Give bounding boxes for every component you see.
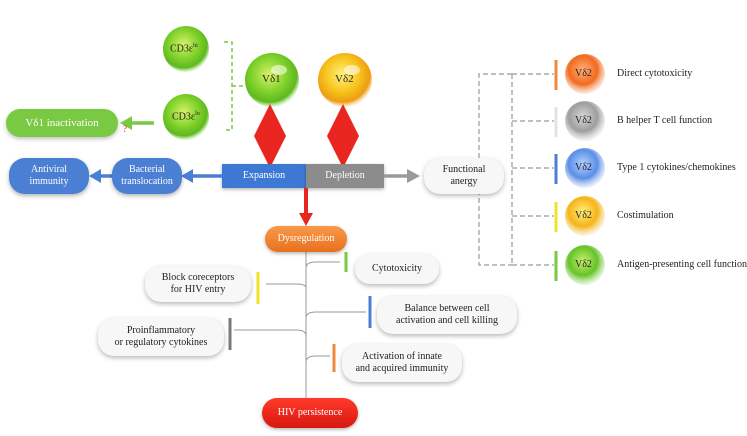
fn-costimulation: Costimulation	[617, 210, 674, 221]
cd3-lo-cell	[163, 94, 209, 140]
question-mark: ?	[123, 124, 127, 134]
dysregulation-label: Dysregulation	[277, 233, 335, 244]
fn-vd2-label-4: Vδ2	[575, 210, 592, 221]
fn-vd2-label-1: Vδ2	[575, 68, 592, 79]
dysregulation-pill	[265, 226, 347, 252]
cytotoxicity-pill: Cytotoxicity	[355, 254, 439, 284]
expansion-label: Expansion	[242, 170, 286, 181]
vd1-cell	[245, 53, 299, 107]
vd2-label: Vδ2	[335, 73, 354, 85]
depletion-label: Depletion	[325, 170, 365, 181]
vd2-gray-cell	[565, 101, 605, 141]
vd2-orange-cell	[565, 54, 605, 94]
fn-direct-cytotoxicity: Direct cytotoxicity	[617, 68, 693, 79]
fn-vd2-label-5: Vδ2	[575, 259, 592, 270]
fn-b-helper: B helper T cell function	[617, 115, 713, 126]
hiv-persistence-pill	[262, 398, 358, 428]
vd2-blue-cell	[565, 148, 605, 188]
depletion-box	[306, 164, 384, 188]
fn-vd2-label-3: Vδ2	[575, 162, 592, 173]
cd3-hi-cell	[163, 26, 209, 72]
cd3-bracket	[224, 41, 233, 131]
vd2-cell	[318, 53, 372, 107]
expansion-box	[222, 164, 306, 188]
cd3-hi-label: CD3εhi	[170, 43, 198, 55]
function-tree-upper	[478, 73, 512, 158]
function-tree-lower	[478, 190, 512, 266]
fn-apc-function: Antigen-presenting cell function	[617, 259, 747, 270]
vd2-green-cell	[565, 245, 605, 285]
cd3-lo-label: CD3εlo	[172, 111, 200, 123]
fn-type1-cytokines: Type 1 cytokines/chemokines	[617, 162, 736, 173]
vd2-yellow-cell	[565, 196, 605, 236]
vd1-inactivation-pill: Vδ1 inactivation	[6, 109, 118, 137]
hiv-persistence-label: HIV persistence	[277, 407, 343, 418]
vd1-label: Vδ1	[262, 73, 281, 85]
fn-vd2-label-2: Vδ2	[575, 115, 592, 126]
